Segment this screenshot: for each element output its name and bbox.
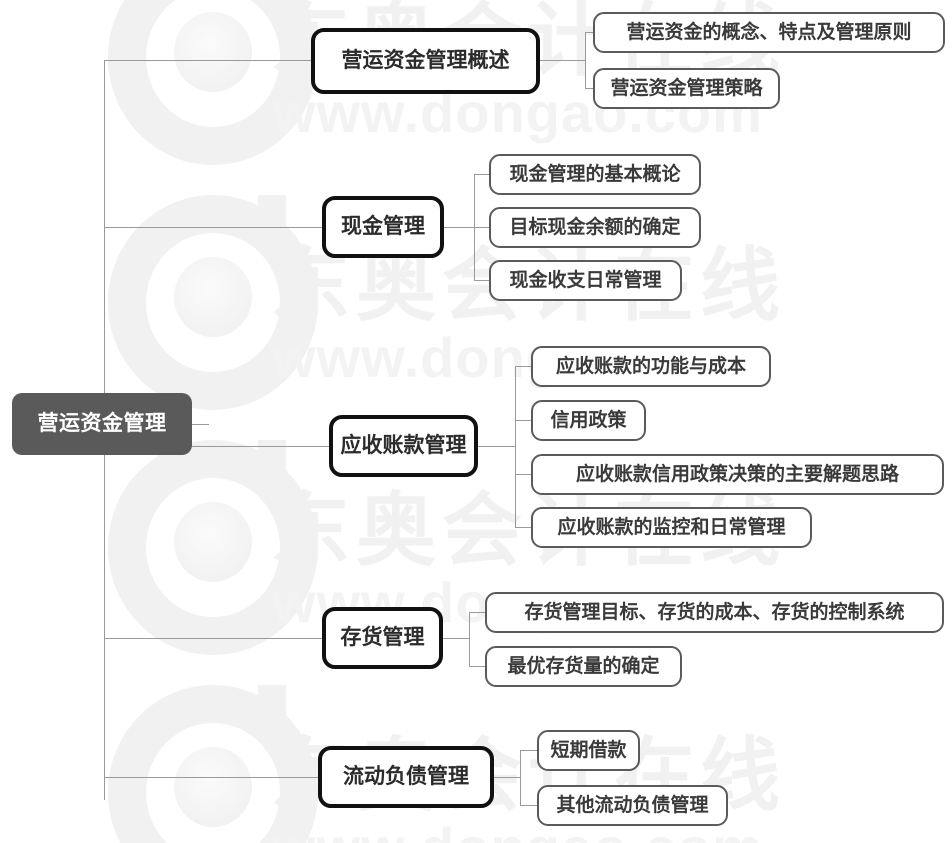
dongao-logo-icon bbox=[108, 0, 318, 165]
connector-branch-2-out bbox=[444, 227, 474, 228]
branch-node-2[interactable]: 现金管理 bbox=[322, 196, 444, 258]
connector-branch-4-child-2 bbox=[469, 666, 485, 667]
connector-branch-4-out bbox=[443, 638, 469, 639]
connector-branch-1-child-1 bbox=[585, 32, 594, 33]
connector-branch-1-spine bbox=[585, 32, 586, 88]
connector-branch-4-child-1 bbox=[469, 612, 485, 613]
connector-branch-5-out bbox=[494, 777, 520, 778]
connector-branch-5-child-1 bbox=[520, 750, 537, 751]
branch-5-child-node-2[interactable]: 其他流动负债管理 bbox=[537, 785, 728, 826]
branch-node-4[interactable]: 存货管理 bbox=[322, 607, 443, 669]
connector-trunk-branch-5 bbox=[104, 777, 318, 778]
connector-branch-1-child-2 bbox=[585, 88, 594, 89]
branch-1-child-node-2[interactable]: 营运资金管理策略 bbox=[593, 68, 780, 109]
branch-4-child-node-1[interactable]: 存货管理目标、存货的成本、存货的控制系统 bbox=[485, 592, 944, 633]
branch-1-child-node-1[interactable]: 营运资金的概念、特点及管理原则 bbox=[593, 12, 945, 53]
connector-trunk-branch-2 bbox=[104, 227, 322, 228]
dongao-logo-icon bbox=[108, 685, 318, 843]
connector-branch-3-spine bbox=[515, 366, 516, 527]
connector-branch-5-child-2 bbox=[520, 805, 537, 806]
branch-2-child-node-2[interactable]: 目标现金余额的确定 bbox=[489, 207, 701, 248]
connector-trunk-branch-1 bbox=[104, 60, 311, 61]
branch-2-child-node-3[interactable]: 现金收支日常管理 bbox=[489, 260, 682, 301]
branch-3-child-node-1[interactable]: 应收账款的功能与成本 bbox=[531, 346, 771, 387]
connector-branch-1-out bbox=[540, 60, 585, 61]
connector-branch-2-child-1 bbox=[474, 174, 490, 175]
branch-4-child-node-2[interactable]: 最优存货量的确定 bbox=[485, 646, 682, 687]
branch-3-child-node-3[interactable]: 应收账款信用政策决策的主要解题思路 bbox=[531, 454, 944, 495]
branch-5-child-node-1[interactable]: 短期借款 bbox=[537, 730, 640, 771]
connector-branch-5-spine bbox=[520, 750, 521, 805]
branch-2-child-node-1[interactable]: 现金管理的基本概论 bbox=[489, 154, 701, 195]
branch-node-3[interactable]: 应收账款管理 bbox=[329, 415, 478, 477]
branch-3-child-node-2[interactable]: 信用政策 bbox=[531, 400, 646, 441]
root-node[interactable]: 营运资金管理 bbox=[12, 393, 192, 455]
connector-trunk-branch-4 bbox=[104, 638, 322, 639]
branch-node-5[interactable]: 流动负债管理 bbox=[318, 746, 494, 808]
connector-branch-3-child-3 bbox=[515, 474, 532, 475]
branch-node-1[interactable]: 营运资金管理概述 bbox=[311, 28, 540, 94]
branch-3-child-node-4[interactable]: 应收账款的监控和日常管理 bbox=[531, 507, 812, 548]
connector-branch-3-child-2 bbox=[515, 420, 532, 421]
connector-branch-3-out bbox=[478, 446, 515, 447]
connector-branch-2-child-3 bbox=[474, 280, 490, 281]
connector-branch-3-child-4 bbox=[515, 527, 532, 528]
dongao-logo-icon bbox=[108, 440, 318, 655]
connector-branch-4-spine bbox=[469, 612, 470, 666]
connector-branch-3-child-1 bbox=[515, 366, 532, 367]
connector-branch-2-child-2 bbox=[474, 227, 490, 228]
